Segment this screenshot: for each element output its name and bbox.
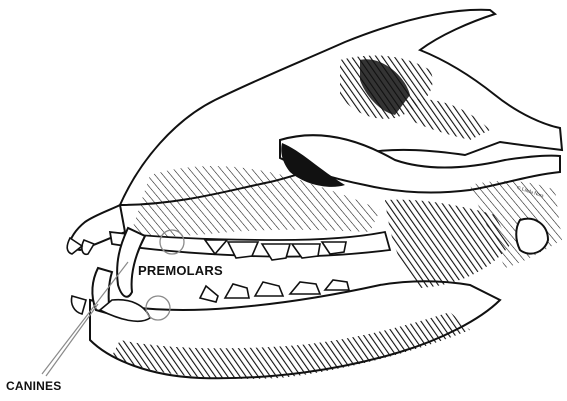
lower-incisors <box>71 296 86 314</box>
brow-shading <box>405 99 490 140</box>
canines-label: CANINES <box>6 379 61 393</box>
premolars-label: PREMOLARS <box>138 263 223 278</box>
